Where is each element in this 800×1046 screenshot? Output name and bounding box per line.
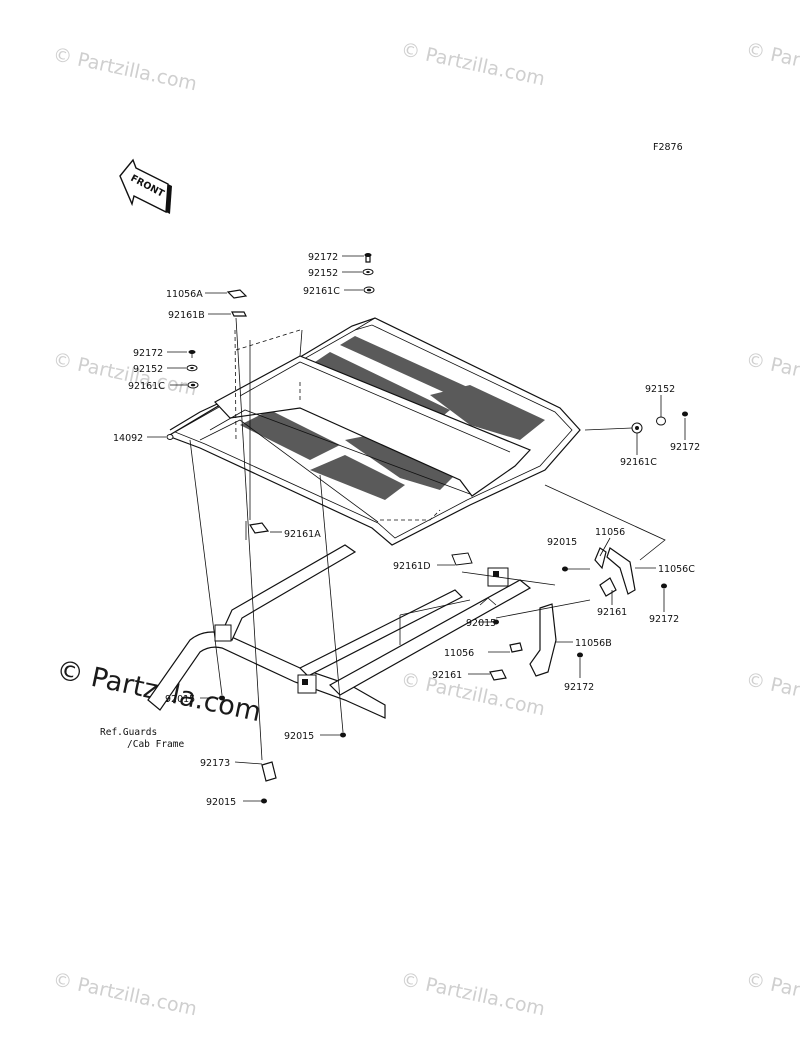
part-callout: 92172 xyxy=(670,442,700,453)
part-callout: 92161B xyxy=(168,310,205,321)
watermark: © Partzilla.com xyxy=(744,668,800,720)
part-callout: 11056B xyxy=(575,638,612,649)
part-callout: 92015 xyxy=(206,797,236,808)
watermark: © Partzilla.com xyxy=(51,348,199,400)
hardware xyxy=(166,253,688,804)
part-callout: 92172 xyxy=(133,348,163,359)
part-callout: 92152 xyxy=(645,384,675,395)
watermark: © Partzilla.com xyxy=(744,348,800,400)
watermark: © Partzilla.com xyxy=(744,968,800,1020)
part-callout: 92152 xyxy=(133,364,163,375)
part-callout: 92161 xyxy=(432,670,462,681)
part-callout: 92161 xyxy=(597,607,627,618)
part-callout: 92172 xyxy=(564,682,594,693)
watermark: © Partzilla.com xyxy=(399,968,547,1020)
part-callout: 92015 xyxy=(284,731,314,742)
part-callout: 92015 xyxy=(165,694,195,705)
part-callout: 11056 xyxy=(444,648,474,659)
watermark: © Partzilla.com xyxy=(51,968,199,1020)
watermark: © Partzilla.com xyxy=(399,38,547,90)
part-callout: 92172 xyxy=(308,252,338,263)
callout-labels: 92172 92152 92161C 11056A 92161B 92172 9… xyxy=(100,252,700,808)
part-callout: 11056C xyxy=(658,564,695,575)
watermark: © Partzilla.com xyxy=(744,38,800,90)
part-callout: 92161C xyxy=(128,381,165,392)
reference-note-line2: /Cab Frame xyxy=(127,739,184,750)
figure-code: F2876 xyxy=(653,142,683,153)
part-callout: 11056A xyxy=(166,289,203,300)
watermark: © Partzilla.com xyxy=(399,668,547,720)
part-callout: 92152 xyxy=(308,268,338,279)
front-arrow-icon: FRONT xyxy=(119,158,172,214)
part-callout: 92161A xyxy=(284,529,321,540)
part-callout: 92015 xyxy=(466,618,496,629)
part-callout: 92173 xyxy=(200,758,230,769)
part-callout: 92161C xyxy=(620,457,657,468)
part-callout: 11056 xyxy=(595,527,625,538)
part-callout: 92015 xyxy=(547,537,577,548)
roof-panel xyxy=(166,317,581,546)
part-callout: 92172 xyxy=(649,614,679,625)
part-callout: 14092 xyxy=(113,433,143,444)
cab-frame-tubes xyxy=(147,544,532,719)
part-callout: 92161C xyxy=(303,286,340,297)
part-callout: 92161D xyxy=(393,561,431,572)
watermark: © Partzilla.com xyxy=(51,43,199,95)
leader-lines xyxy=(147,255,686,802)
reference-note-line1: Ref.Guards xyxy=(100,727,157,738)
